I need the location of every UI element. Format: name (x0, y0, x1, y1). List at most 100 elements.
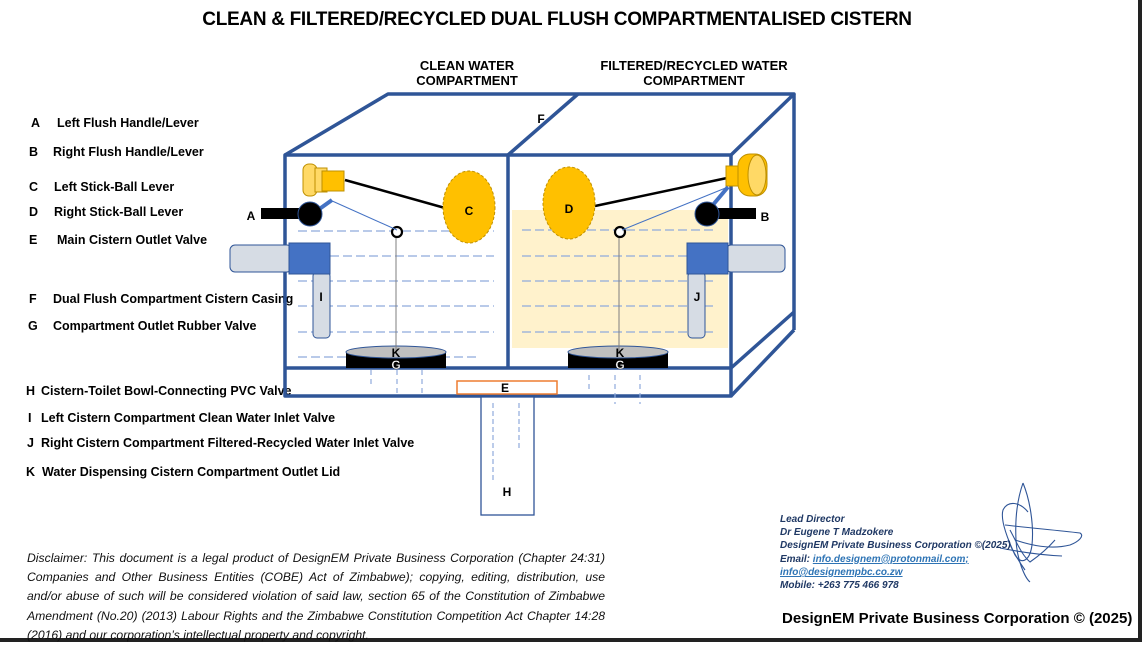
left-stick-ball (442, 170, 496, 244)
right-inlet-valve (686, 242, 786, 339)
contact-corp: DesignEM Private Business Corporation ©(… (780, 540, 1011, 552)
label-k-left: K (392, 346, 401, 360)
legend-key: G (28, 319, 38, 333)
disclaimer-text: Disclaimer: This document is a legal pro… (27, 551, 605, 642)
label-f: F (537, 112, 544, 126)
left-flush-knob (302, 163, 345, 197)
clean-compartment-heading: CLEAN WATER COMPARTMENT (392, 58, 542, 88)
main-outlet-valve (456, 380, 558, 395)
legend-key: E (29, 233, 38, 247)
legend-item-g: G Compartment Outlet Rubber Valve (28, 319, 257, 333)
handle-bar (712, 208, 756, 219)
handle-pivot (694, 201, 720, 227)
contact-email-line: Email: info.designem@protonmail.com; (780, 553, 1011, 566)
left-outlet-assembly: K G (345, 225, 447, 372)
legend-key: A (31, 116, 41, 130)
label-j: J (694, 290, 701, 304)
label-c: C (465, 204, 474, 218)
legend-key: F (29, 292, 37, 306)
left-chain-ring (390, 225, 404, 239)
label-h: H (503, 485, 512, 499)
handle-arm (710, 185, 730, 208)
legend-item-c: C Left Stick-Ball Lever (29, 180, 174, 194)
right-flush-handle (621, 185, 756, 231)
pipe-flow-lines (492, 403, 520, 480)
legend-item-d: D Right Stick-Ball Lever (29, 205, 183, 219)
legend-item-j: J Right Cistern Compartment Filtered-Recy… (27, 436, 414, 450)
legend-key: I (28, 411, 32, 425)
legend-item-f: F Dual Flush Compartment Cistern Casing (29, 292, 293, 306)
handle-link-wire (329, 199, 398, 231)
outlet-flow-lines (370, 370, 641, 404)
legend-key: C (29, 180, 39, 194)
legend-label: Cistern-Toilet Bowl-Connecting PVC Valve (41, 384, 292, 398)
signature (999, 482, 1083, 583)
contact-role: Lead Director (780, 514, 845, 525)
label-d: D (565, 202, 574, 216)
casing-top (284, 92, 796, 157)
top-divider (506, 92, 580, 157)
label-g-right: G (615, 358, 624, 372)
label-a: A (247, 209, 256, 223)
handle-pivot (297, 201, 323, 227)
legend-item-b: B Right Flush Handle/Lever (29, 145, 204, 159)
signature-stroke (1009, 529, 1056, 563)
email-label: Email: (780, 553, 813, 565)
inlet-drop-pipe (312, 271, 331, 339)
left-inlet-valve (229, 242, 331, 339)
label-b: B (761, 210, 770, 224)
inlet-block (288, 242, 331, 275)
inlet-pipe (725, 244, 786, 273)
inlet-pipe (229, 244, 293, 273)
label-g-left: G (391, 358, 400, 372)
page-frame-right (1138, 0, 1142, 642)
label-e: E (501, 381, 509, 395)
email-link-designempbc[interactable]: info@designempbc.co.zw (780, 566, 903, 578)
left-stick-lever (344, 178, 446, 210)
legend-key: J (27, 436, 34, 450)
legend-key: D (29, 205, 39, 219)
legend-key: B (29, 145, 39, 159)
contact-mobile: Mobile: +263 775 466 978 (780, 580, 899, 592)
legend-key: K (26, 465, 36, 479)
casing-side-lower (729, 310, 796, 370)
legend-item-i: I Left Cistern Compartment Clean Water In… (28, 411, 335, 425)
left-flush-handle (261, 198, 398, 231)
page-title: CLEAN & FILTERED/RECYCLED DUAL FLUSH COM… (202, 9, 912, 30)
legend-label: Right Stick-Ball Lever (54, 205, 184, 219)
clean-heading-line2: COMPARTMENT (416, 73, 518, 88)
legend-label: Right Cistern Compartment Filtered-Recyc… (41, 436, 415, 450)
recycled-heading-line2: COMPARTMENT (643, 73, 745, 88)
casing-side-base (729, 328, 796, 398)
legend-label: Main Cistern Outlet Valve (57, 233, 208, 247)
legend-label: Dual Flush Compartment Cistern Casing (53, 292, 294, 306)
page-frame-bottom (0, 638, 1142, 642)
right-stick-lever (594, 176, 728, 208)
signature-stroke (1004, 524, 1083, 548)
handle-bar (261, 208, 303, 219)
email-separator: ; (965, 553, 969, 565)
legend-item-e: E Main Cistern Outlet Valve (29, 233, 207, 247)
knob-stem (321, 170, 345, 192)
handle-link-wire (621, 186, 729, 231)
signature-stroke (1007, 539, 1026, 571)
clean-heading-line1: CLEAN WATER (419, 58, 515, 73)
recycled-heading-line1: FILTERED/RECYCLED WATER (600, 58, 788, 73)
right-outlet-assembly: K G (567, 225, 669, 372)
legend-label: Left Cistern Compartment Clean Water Inl… (41, 411, 336, 425)
label-k-right: K (616, 346, 625, 360)
right-chain-ring (613, 225, 627, 239)
contact-name: Dr Eugene T Madzokere (780, 527, 894, 539)
pvc-connecting-pipe (480, 396, 535, 516)
legend-label: Right Flush Handle/Lever (53, 145, 204, 159)
footer-copyright: DesignEM Private Business Corporation © … (782, 610, 1133, 627)
right-outlet-lid (567, 345, 669, 359)
right-flush-knob (725, 153, 768, 197)
legend-label: Left Stick-Ball Lever (54, 180, 175, 194)
right-stick-ball (542, 166, 596, 240)
legend-label: Compartment Outlet Rubber Valve (53, 319, 257, 333)
email-link-protonmail[interactable]: info.designem@protonmail.com (812, 553, 966, 565)
contact-block: Lead Director Dr Eugene T Madzokere Desi… (780, 513, 1011, 592)
